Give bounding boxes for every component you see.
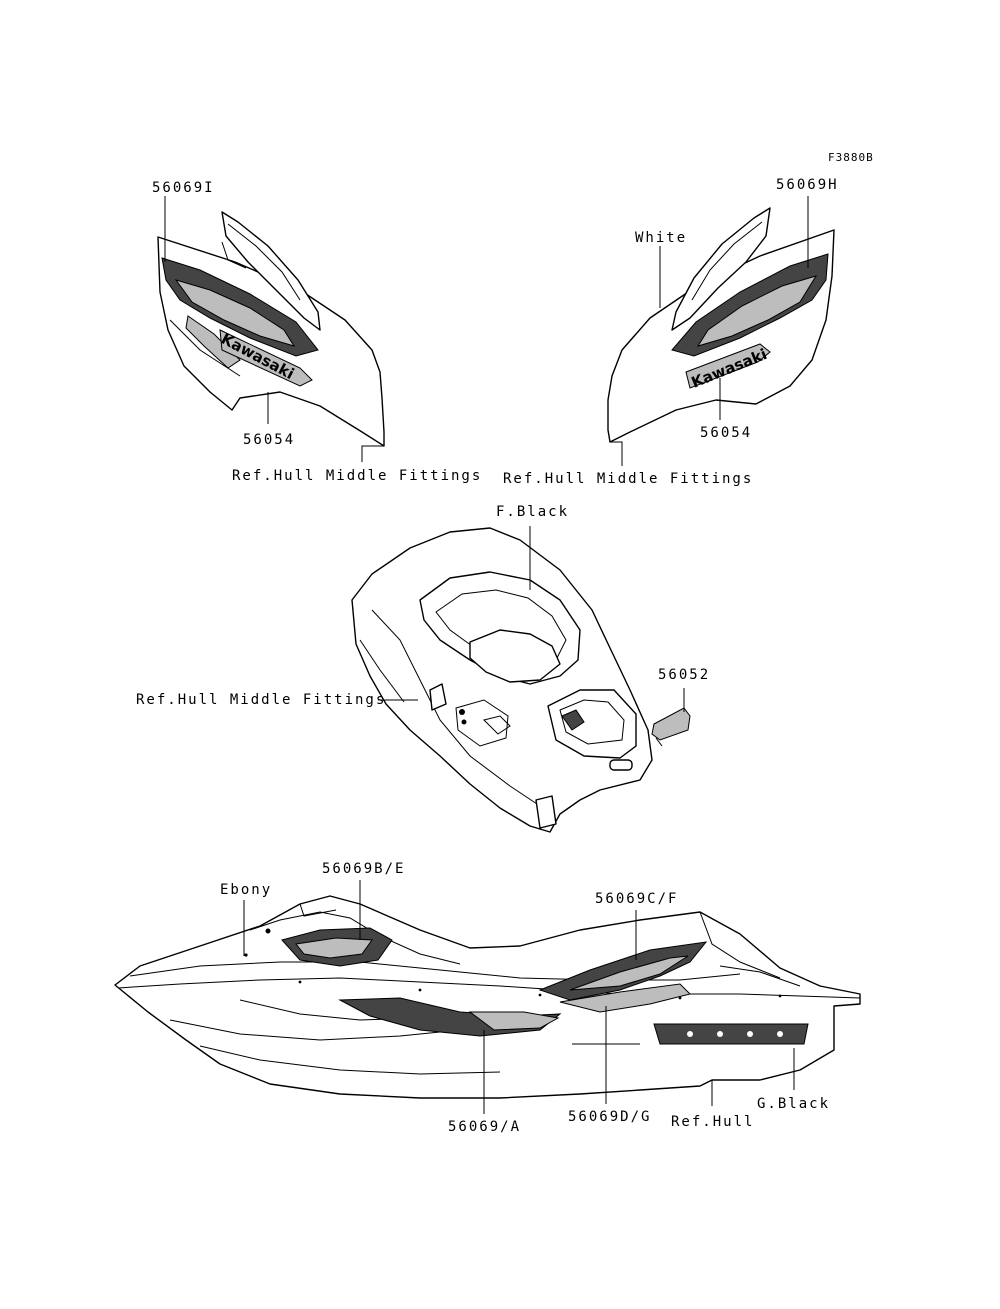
label-ref-hull-middle-center: Ref.Hull Middle Fittings bbox=[136, 692, 386, 708]
label-56054-left: 56054 bbox=[243, 432, 295, 448]
center-deck-part bbox=[351, 526, 691, 833]
label-ref-hull-middle-right: Ref.Hull Middle Fittings bbox=[503, 471, 753, 487]
label-56054-right: 56054 bbox=[700, 425, 752, 441]
label-56069A: 56069/A bbox=[448, 1119, 521, 1135]
label-56069DG: 56069D/G bbox=[568, 1109, 651, 1125]
label-56052: 56052 bbox=[658, 667, 710, 683]
label-56069CF: 56069C/F bbox=[595, 891, 678, 907]
label-56069H: 56069H bbox=[776, 177, 839, 193]
label-ebony: Ebony bbox=[220, 882, 272, 898]
label-g-black: G.Black bbox=[757, 1096, 830, 1112]
label-56069BE: 56069B/E bbox=[322, 861, 405, 877]
label-56069I: 56069I bbox=[152, 180, 215, 196]
figure-code: F3880B bbox=[828, 151, 874, 164]
left-side-panel: Kawasaki bbox=[157, 196, 385, 462]
label-f-black: F.Black bbox=[496, 504, 569, 520]
right-side-panel: Kawasaki bbox=[607, 196, 835, 466]
label-white: White bbox=[635, 230, 687, 246]
label-ref-hull-middle-left: Ref.Hull Middle Fittings bbox=[232, 468, 482, 484]
hull-side-view bbox=[114, 880, 861, 1114]
label-ref-hull: Ref.Hull bbox=[671, 1114, 754, 1130]
